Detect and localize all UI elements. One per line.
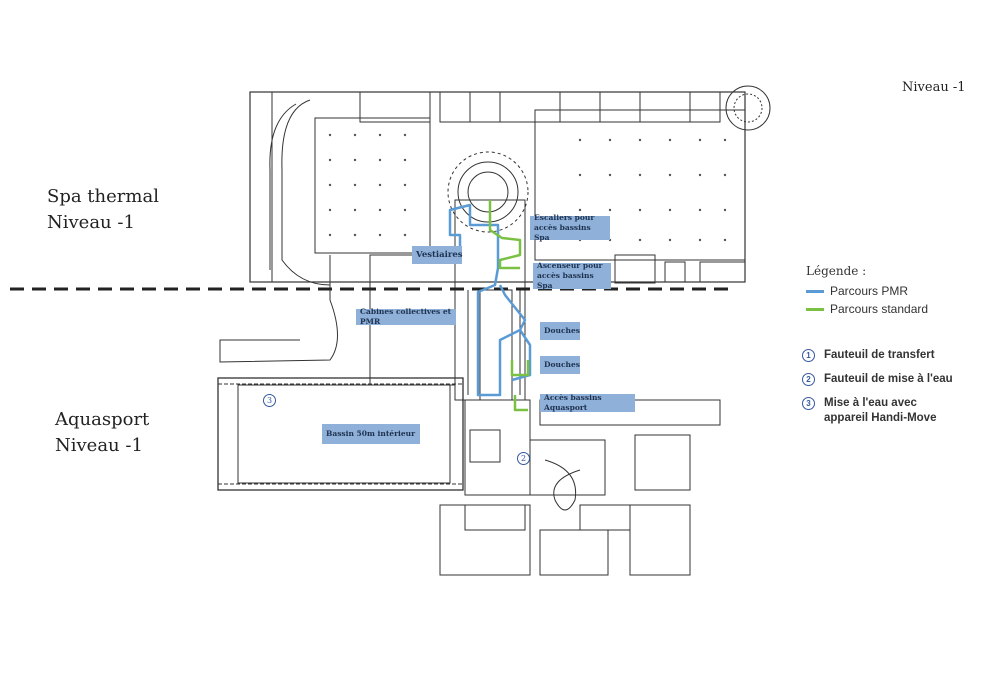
callout-bassin: Bassin 50m intérieur bbox=[322, 424, 420, 444]
number-1-icon: 1 bbox=[802, 349, 815, 362]
equipment-label: Mise à l'eau avec appareil Handi-Move bbox=[824, 397, 937, 424]
equipment-label: Fauteuil de transfert bbox=[824, 349, 935, 361]
standard-route-swatch bbox=[806, 307, 824, 311]
callout-ascenseur: Ascenseur pour accès bassins Spa bbox=[533, 261, 611, 290]
callout-douches-2: Douches bbox=[540, 356, 580, 374]
callout-acces-aquasport: Accès bassins Aquasport bbox=[540, 393, 635, 412]
legend-item-pmr: Parcours PMR bbox=[806, 282, 928, 300]
pmr-route bbox=[448, 203, 532, 397]
legend-label-standard: Parcours standard bbox=[830, 302, 929, 316]
number-2-icon: 2 bbox=[802, 373, 815, 386]
pmr-route-swatch bbox=[806, 289, 824, 293]
callout-cabines: Cabines collectives et PMR bbox=[356, 307, 456, 326]
standard-route bbox=[488, 200, 530, 412]
callout-escaliers: Escaliers pour accès bassins Spa bbox=[530, 213, 610, 242]
spa-level: Niveau -1 bbox=[47, 212, 135, 233]
level-label: Niveau -1 bbox=[902, 80, 966, 95]
spa-zone-title: Spa thermal Niveau -1 bbox=[47, 184, 159, 236]
aquasport-title: Aquasport bbox=[55, 409, 150, 430]
callout-vestiaires: Vestiaires bbox=[412, 246, 463, 264]
equipment-item: 2 Fauteuil de mise à l'eau bbox=[802, 372, 974, 387]
map-marker-2: 2 bbox=[517, 452, 530, 465]
map-marker-3: 3 bbox=[263, 394, 276, 407]
equipment-item: 3 Mise à l'eau avec appareil Handi-Move bbox=[802, 396, 974, 426]
spa-title: Spa thermal bbox=[47, 186, 159, 207]
legend-title: Légende : bbox=[806, 264, 867, 278]
equipment-item: 1 Fauteuil de transfert bbox=[802, 348, 974, 363]
number-3-icon: 3 bbox=[802, 397, 815, 410]
legend: Légende : Parcours PMR Parcours standard bbox=[806, 264, 928, 318]
legend-label-pmr: Parcours PMR bbox=[830, 284, 909, 298]
legend-item-standard: Parcours standard bbox=[806, 300, 928, 318]
callout-douches-1: Douches bbox=[540, 322, 580, 340]
aquasport-zone-title: Aquasport Niveau -1 bbox=[55, 407, 149, 459]
aquasport-level: Niveau -1 bbox=[55, 435, 143, 456]
equipment-list: 1 Fauteuil de transfert 2 Fauteuil de mi… bbox=[802, 348, 974, 435]
equipment-label: Fauteuil de mise à l'eau bbox=[824, 373, 953, 385]
